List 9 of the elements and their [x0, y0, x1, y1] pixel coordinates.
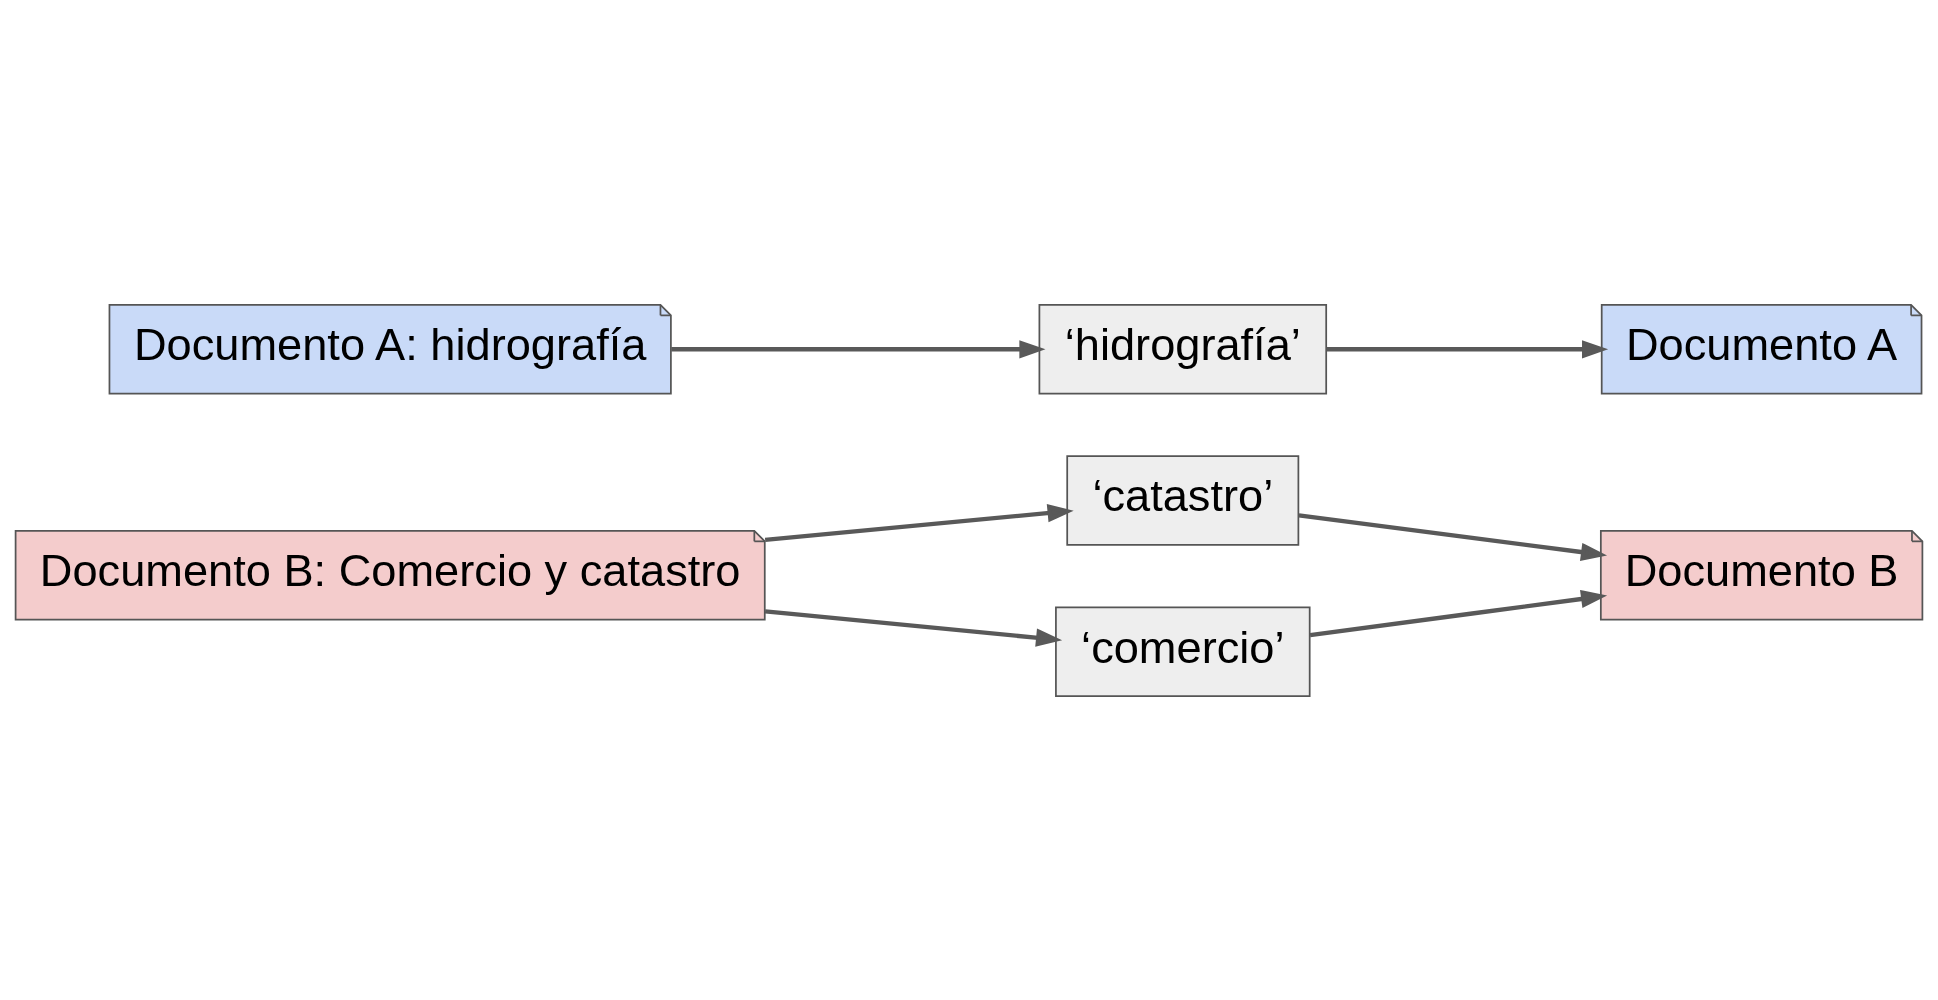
arrow: [1309, 589, 1608, 637]
node-box: ‘hidrografía’: [1038, 303, 1328, 394]
arrow: [764, 503, 1074, 542]
arrow: [671, 339, 1046, 358]
arrow: [1326, 339, 1609, 358]
arrow: [764, 608, 1063, 647]
node-box: ‘comercio’: [1055, 606, 1311, 697]
node-box: ‘catastro’: [1066, 454, 1300, 546]
arrow: [1298, 512, 1608, 561]
